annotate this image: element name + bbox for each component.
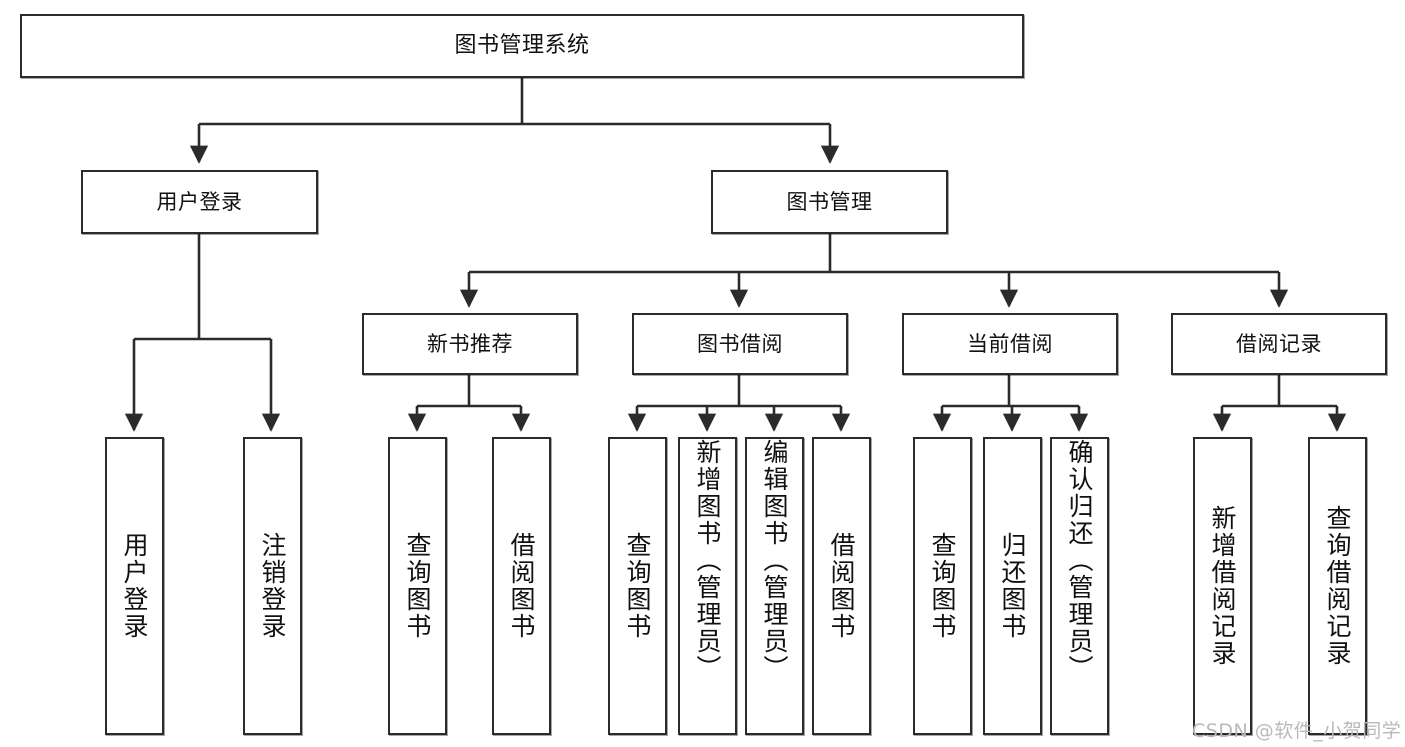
- node-leaf-logout-login-label: 注销登录: [258, 532, 287, 640]
- node-leaf-borrow-book-1-label: 借阅图书: [507, 532, 536, 640]
- node-current-borrow[interactable]: 当前借阅: [902, 313, 1118, 375]
- node-borrow-record[interactable]: 借阅记录: [1171, 313, 1387, 375]
- node-new-book-recommend[interactable]: 新书推荐: [362, 313, 578, 375]
- node-root[interactable]: 图书管理系统: [20, 14, 1024, 78]
- node-user-login[interactable]: 用户登录: [81, 170, 318, 234]
- node-leaf-query-book-3-label: 查询图书: [928, 532, 957, 640]
- node-leaf-edit-book-label: 编辑图书（管理员）: [760, 439, 789, 682]
- node-leaf-query-record[interactable]: 查询借阅记录: [1308, 437, 1367, 735]
- node-leaf-add-book-label: 新增图书（管理员）: [693, 439, 722, 682]
- node-leaf-return-book[interactable]: 归还图书: [983, 437, 1042, 735]
- node-current-borrow-label: 当前借阅: [967, 331, 1053, 356]
- node-leaf-confirm-return-label: 确认归还（管理员）: [1065, 439, 1094, 682]
- node-root-label: 图书管理系统: [454, 33, 590, 59]
- node-book-manage-label: 图书管理: [786, 189, 873, 214]
- node-leaf-borrow-book-1[interactable]: 借阅图书: [492, 437, 551, 735]
- node-leaf-query-book-1-label: 查询图书: [403, 532, 432, 640]
- node-user-login-label: 用户登录: [156, 189, 243, 214]
- node-book-borrow[interactable]: 图书借阅: [632, 313, 848, 375]
- node-leaf-user-login[interactable]: 用户登录: [105, 437, 164, 735]
- node-borrow-record-label: 借阅记录: [1236, 331, 1322, 356]
- node-new-book-recommend-label: 新书推荐: [427, 331, 513, 356]
- node-leaf-query-book-2-label: 查询图书: [623, 532, 652, 640]
- node-leaf-user-login-label: 用户登录: [120, 532, 149, 640]
- watermark-text: CSDN @软件_小贺同学: [1192, 720, 1402, 742]
- node-leaf-logout-login[interactable]: 注销登录: [243, 437, 302, 735]
- node-leaf-borrow-book-2[interactable]: 借阅图书: [812, 437, 871, 735]
- node-leaf-add-book[interactable]: 新增图书（管理员）: [678, 437, 737, 735]
- node-leaf-edit-book[interactable]: 编辑图书（管理员）: [745, 437, 804, 735]
- node-book-borrow-label: 图书借阅: [697, 331, 783, 356]
- node-leaf-confirm-return[interactable]: 确认归还（管理员）: [1050, 437, 1109, 735]
- node-leaf-query-book-3[interactable]: 查询图书: [913, 437, 972, 735]
- node-leaf-return-book-label: 归还图书: [998, 532, 1027, 640]
- node-leaf-add-record[interactable]: 新增借阅记录: [1193, 437, 1252, 735]
- node-leaf-add-record-label: 新增借阅记录: [1208, 505, 1237, 667]
- node-leaf-query-book-1[interactable]: 查询图书: [388, 437, 447, 735]
- node-book-manage[interactable]: 图书管理: [711, 170, 948, 234]
- node-leaf-query-record-label: 查询借阅记录: [1323, 505, 1352, 667]
- node-leaf-query-book-2[interactable]: 查询图书: [608, 437, 667, 735]
- node-leaf-borrow-book-2-label: 借阅图书: [827, 532, 856, 640]
